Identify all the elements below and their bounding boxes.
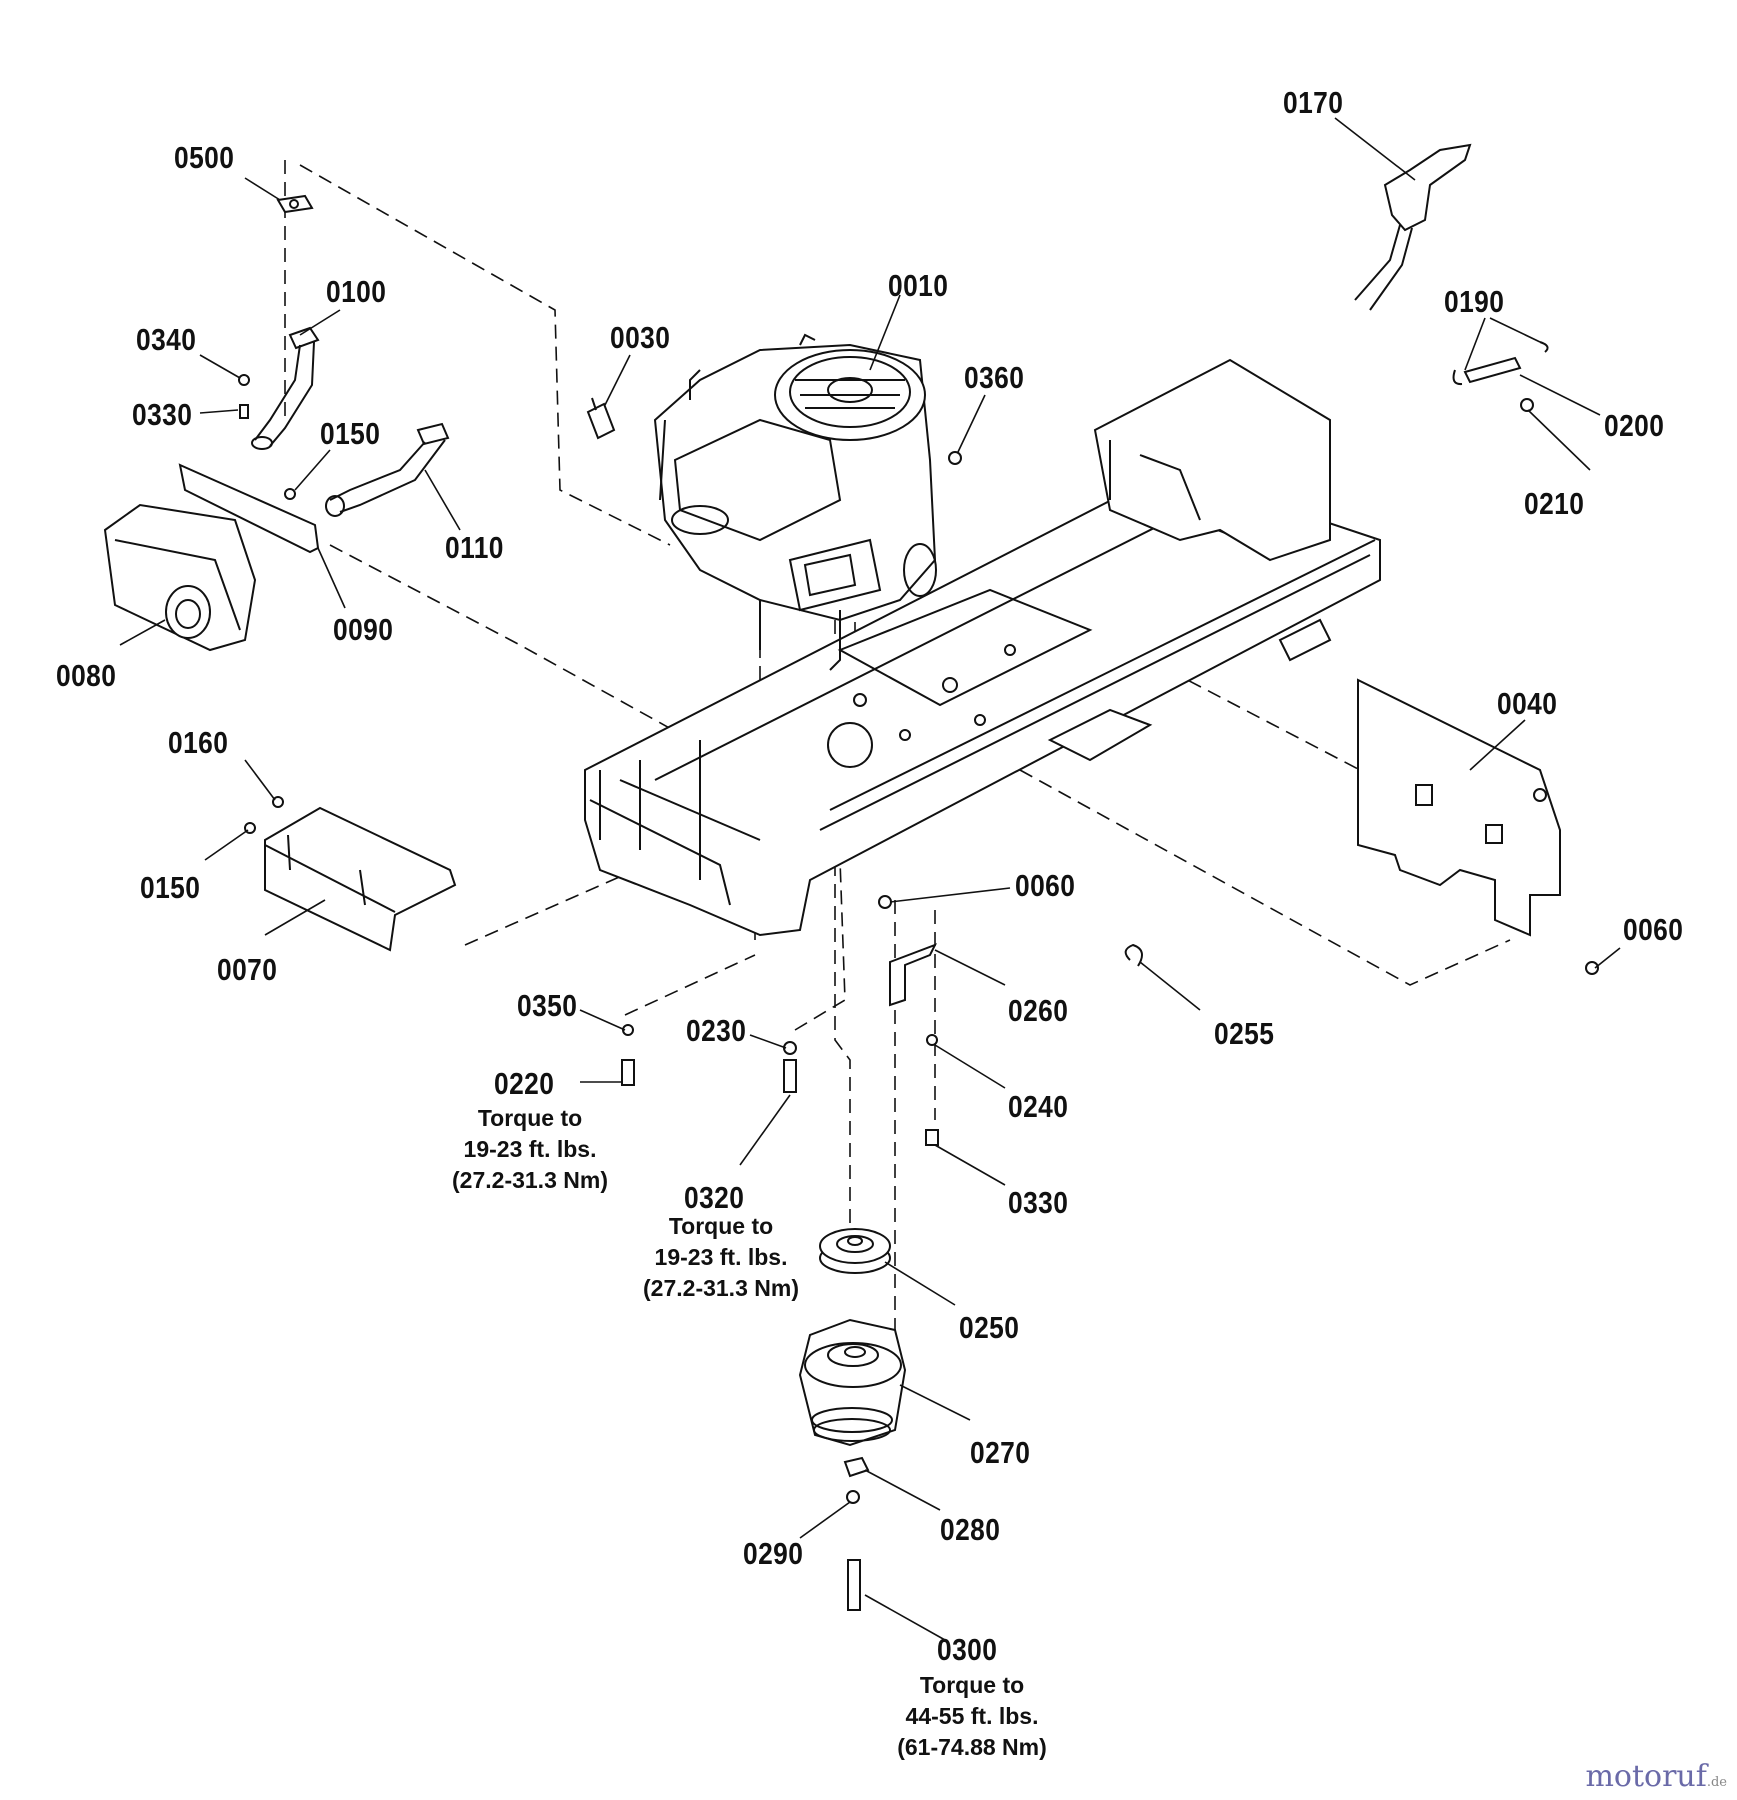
- torque-note-line: (27.2-31.3 Nm): [452, 1167, 608, 1193]
- bolt-0320: [783, 1059, 797, 1093]
- torque-note-line: Torque to: [477, 1105, 583, 1131]
- clip-0190-right: [1539, 341, 1549, 353]
- heat-shield-0070: [264, 806, 457, 952]
- callout-0350: 0350: [517, 988, 578, 1023]
- clip-0255: [1124, 943, 1143, 967]
- leader-lines: [119, 117, 1621, 1641]
- callout-0330: 0330: [132, 397, 193, 432]
- callout-0330-lower: 0330: [1008, 1185, 1069, 1220]
- nut-0360: [948, 451, 962, 465]
- exhaust-pipe-0110: [325, 422, 450, 517]
- clutch-0270: [798, 1318, 907, 1447]
- washer-0240: [926, 1034, 938, 1046]
- callout-0360: 0360: [964, 360, 1025, 395]
- gasket-0500: [276, 194, 314, 214]
- spacer-0280: [843, 1456, 870, 1478]
- torque-note-line: Torque to: [668, 1213, 774, 1239]
- callout-0160: 0160: [168, 725, 229, 760]
- callout-0500: 0500: [174, 140, 235, 175]
- exhaust-pipe-0100: [251, 326, 320, 450]
- engine: [653, 333, 937, 671]
- callout-0190: 0190: [1444, 284, 1505, 319]
- callout-0290: 0290: [743, 1536, 804, 1571]
- muffler-0080: [103, 503, 257, 652]
- torque-note-line: (61-74.88 Nm): [897, 1734, 1047, 1760]
- bolt-0060-center: [878, 895, 892, 909]
- callout-0100: 0100: [326, 274, 387, 309]
- fitting-0030: [586, 397, 616, 440]
- bracket-0260: [889, 943, 938, 1007]
- callout-0200: 0200: [1604, 408, 1665, 443]
- pin-0200: [1463, 356, 1522, 384]
- callout-0280: 0280: [940, 1512, 1001, 1547]
- callout-0070: 0070: [217, 952, 278, 987]
- throttle-control-0170: [1354, 143, 1472, 311]
- washer-0350: [622, 1024, 634, 1036]
- pulley-0250: [819, 1228, 891, 1274]
- torque-note-line: 19-23 ft. lbs.: [654, 1244, 788, 1270]
- bolt-0220: [621, 1059, 635, 1086]
- callout-0040: 0040: [1497, 686, 1558, 721]
- bracket-0090: [178, 463, 320, 554]
- callout-0150: 0150: [320, 416, 381, 451]
- callout-0230: 0230: [686, 1013, 747, 1048]
- bolt-0300: [847, 1559, 861, 1611]
- callout-0260: 0260: [1008, 993, 1069, 1028]
- watermark-logo: motoruf.de: [1585, 1759, 1727, 1794]
- torque-note-0220: Torque to 19-23 ft. lbs. (27.2-31.3 Nm): [420, 1103, 640, 1196]
- panel-0040: [1357, 678, 1561, 937]
- torque-note-line: Torque to: [919, 1672, 1025, 1698]
- torque-note-0320: Torque to 19-23 ft. lbs. (27.2-31.3 Nm): [611, 1211, 831, 1304]
- callout-0170: 0170: [1283, 85, 1344, 120]
- frame-chassis: [584, 358, 1381, 937]
- callout-0320: 0320: [684, 1180, 745, 1215]
- clip-0190-left: [1452, 369, 1463, 386]
- callout-0340: 0340: [136, 322, 197, 357]
- callout-0270: 0270: [970, 1435, 1031, 1470]
- bolt-0060-right: [1585, 961, 1599, 975]
- callout-0080: 0080: [56, 658, 117, 693]
- callout-0300: 0300: [937, 1632, 998, 1667]
- callout-0110: 0110: [445, 530, 504, 565]
- nut-0210: [1520, 398, 1534, 412]
- washer-0290: [846, 1490, 860, 1504]
- watermark-brand: motoruf: [1585, 1759, 1707, 1794]
- torque-note-line: 19-23 ft. lbs.: [463, 1136, 597, 1162]
- callout-0220: 0220: [494, 1066, 555, 1101]
- callout-0150-lower: 0150: [140, 870, 201, 905]
- callout-0255: 0255: [1214, 1016, 1275, 1051]
- torque-note-line: (27.2-31.3 Nm): [643, 1275, 799, 1301]
- callout-0210: 0210: [1524, 486, 1585, 521]
- callout-0010: 0010: [888, 268, 949, 303]
- callout-0030: 0030: [610, 320, 671, 355]
- callout-0090: 0090: [333, 612, 394, 647]
- callout-0060-right: 0060: [1623, 912, 1684, 947]
- callout-0240: 0240: [1008, 1089, 1069, 1124]
- torque-note-0300: Torque to 44-55 ft. lbs. (61-74.88 Nm): [862, 1670, 1082, 1763]
- torque-note-line: 44-55 ft. lbs.: [905, 1703, 1039, 1729]
- screw-0150-upper: [284, 488, 296, 500]
- screw-0330-upper: [239, 404, 249, 419]
- callout-0250: 0250: [959, 1310, 1020, 1345]
- washer-0340: [238, 374, 250, 386]
- watermark-tld: .de: [1706, 1775, 1727, 1790]
- screw-0330-lower: [925, 1129, 939, 1146]
- callout-0060-center: 0060: [1015, 868, 1076, 903]
